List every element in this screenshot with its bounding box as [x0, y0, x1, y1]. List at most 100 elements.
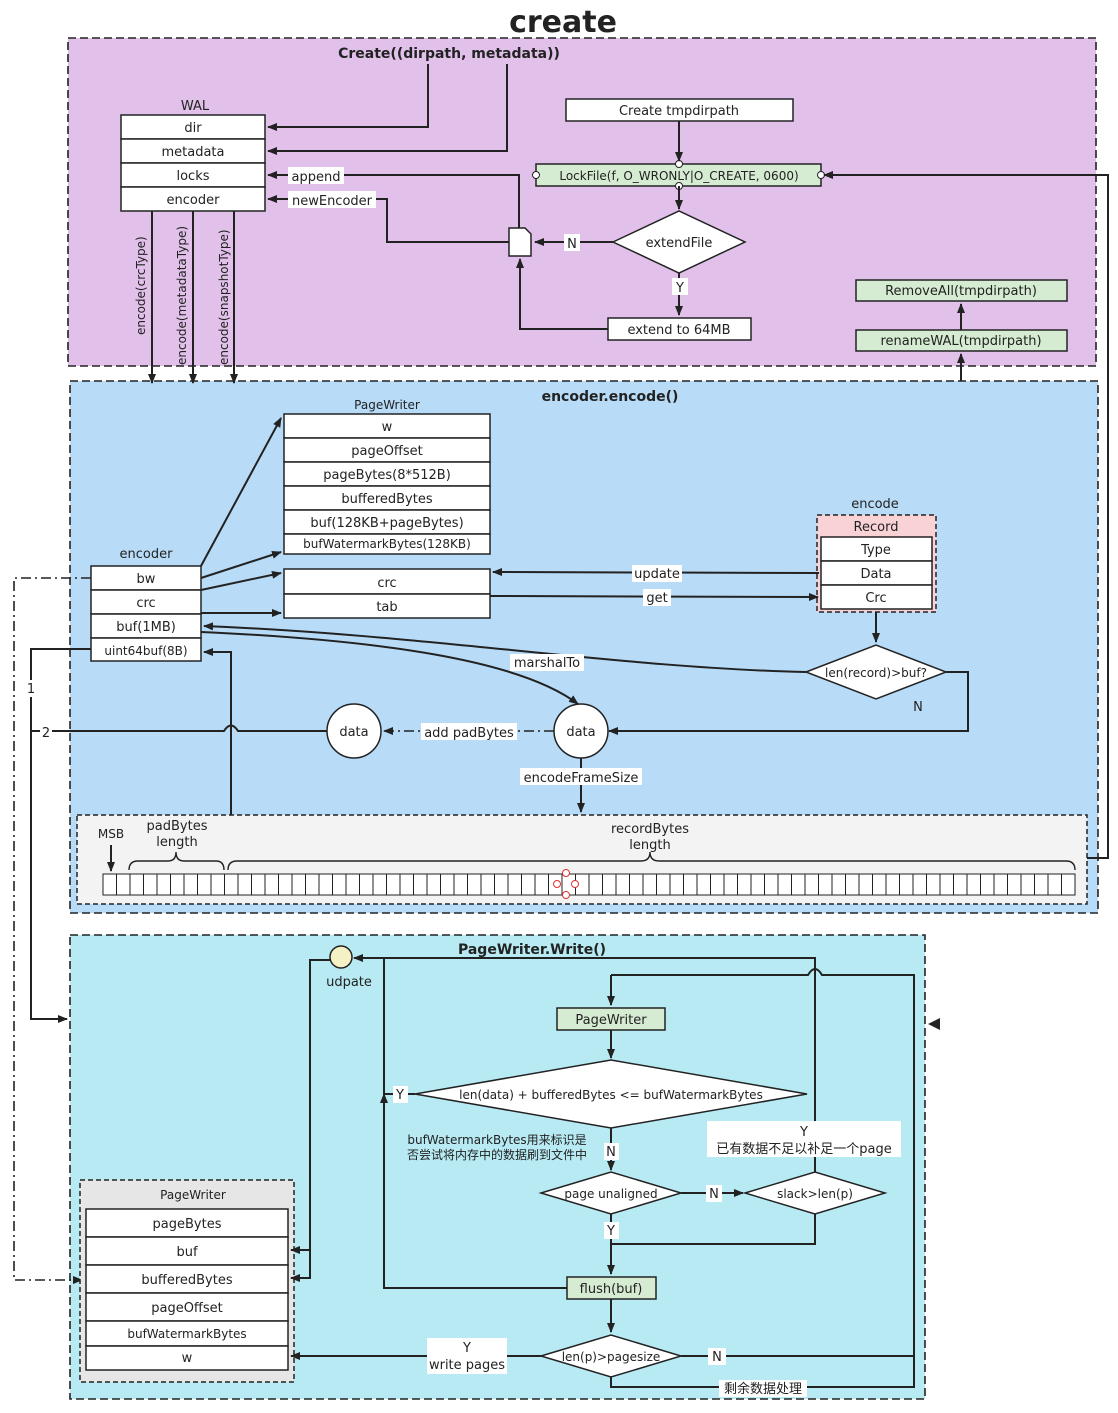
- path-1-label: 1: [27, 682, 35, 697]
- pagewriter1-field-w: w: [382, 420, 393, 435]
- watermark-cond: len(data) + bufferedBytes <= bufWatermar…: [459, 1088, 763, 1102]
- slack-diamond: [742, 1171, 888, 1215]
- record-field-crc: Crc: [865, 591, 886, 606]
- frame-byte-cell: [818, 873, 833, 896]
- frame-byte-cell: [885, 873, 900, 896]
- frame-byte-cell: [723, 873, 738, 896]
- frame-byte-cell: [602, 873, 617, 896]
- extendfile-diamond: [611, 210, 747, 274]
- frame-byte-cell: [170, 873, 185, 896]
- frame-byte-cell: [588, 873, 603, 896]
- append-label: append: [292, 170, 341, 185]
- frame-byte-cell: [264, 873, 279, 896]
- newencoder-label: newEncoder: [292, 194, 373, 209]
- create-tmpdir-label: Create tmpdirpath: [619, 104, 739, 119]
- frame-byte-cell: [440, 873, 455, 896]
- crc-table: crc tab: [283, 568, 491, 619]
- create-section-title: Create((dirpath, metadata)): [338, 46, 560, 62]
- frame-byte-cell: [1061, 873, 1076, 896]
- slack-y-line1: Y: [799, 1125, 808, 1140]
- frame-byte-cell: [656, 873, 671, 896]
- frame-byte-cell: [480, 873, 495, 896]
- frame-pad-line1: padBytes: [147, 819, 208, 834]
- frame-byte-cell: [359, 873, 374, 896]
- frame-byte-cell: [129, 873, 144, 896]
- watermark-diamond: [414, 1059, 808, 1129]
- frame-byte-cell: [615, 873, 630, 896]
- frame-byte-cell: [980, 873, 995, 896]
- encodeframesize-label: encodeFrameSize: [524, 771, 639, 786]
- frame-msb: MSB: [98, 827, 124, 841]
- data-node-padded-label: data: [339, 725, 368, 740]
- update-label: update: [634, 567, 680, 582]
- frame-byte-cell: [372, 873, 387, 896]
- frame-pad-line2: length: [156, 835, 197, 850]
- remain-label: 剩余数据处理: [724, 1381, 802, 1397]
- encoder-title: encoder: [120, 547, 174, 562]
- frame-byte-cell: [156, 873, 171, 896]
- frame-byte-cell: [386, 873, 401, 896]
- pagewriter2-field-watermark: bufWatermarkBytes: [127, 1327, 246, 1341]
- pagewriter1-field-pagebytes: pageBytes(8*512B): [323, 468, 451, 483]
- note-line2: 否尝试将内存中的数据刷到文件中: [407, 1147, 587, 1162]
- frame-byte-cell: [318, 873, 333, 896]
- wal-table: dir metadata locks encoder: [120, 114, 266, 212]
- wal-field-metadata: metadata: [161, 145, 224, 160]
- lockfile-label: LockFile(f, O_WRONLY|O_CREATE, 0600): [559, 169, 798, 183]
- frame-byte-cell: [750, 873, 765, 896]
- write-pages-line1: Y: [462, 1341, 471, 1356]
- crc-field-tab: tab: [376, 600, 397, 615]
- extendfile-y-label: Y: [675, 281, 684, 296]
- crc-field-crc: crc: [377, 576, 396, 591]
- flush-label: flush(buf): [580, 1282, 643, 1297]
- frame-byte-cell: [305, 873, 320, 896]
- record-table: Type Data Crc: [820, 536, 933, 610]
- pagewriter1-title: PageWriter: [354, 398, 420, 412]
- removeall-box: [855, 279, 1068, 302]
- pagewriter2-field-pagebytes: pageBytes: [153, 1217, 222, 1232]
- frame-byte-cell: [345, 873, 360, 896]
- write-section-title: PageWriter.Write(): [458, 942, 606, 958]
- encoder-table: bw crc buf(1MB) uint64buf(8B): [90, 565, 202, 662]
- frame-byte-cell: [629, 873, 644, 896]
- extend64-label: extend to 64MB: [627, 323, 730, 338]
- update-node: [329, 945, 353, 969]
- add-padbytes-label: add padBytes: [424, 726, 514, 741]
- frame-byte-cell: [1047, 873, 1062, 896]
- data-node-label: data: [566, 725, 595, 740]
- frame-byte-cell: [453, 873, 468, 896]
- path-2-label: 2: [42, 726, 50, 741]
- pw-start-label: PageWriter: [575, 1013, 647, 1028]
- slack-cond: slack>len(p): [777, 1187, 853, 1201]
- frame-byte-cell: [1007, 873, 1022, 896]
- frame-byte-cell: [939, 873, 954, 896]
- frame-byte-cell: [278, 873, 293, 896]
- record-size-n: N: [913, 700, 923, 715]
- frame-byte-cell: [912, 873, 927, 896]
- pagewriter1-field-bufferedbytes: bufferedBytes: [341, 492, 432, 507]
- frame-byte-cell: [224, 873, 239, 896]
- pagewriter2-field-pageoffset: pageOffset: [151, 1301, 223, 1316]
- encode-section-title: encoder.encode(): [542, 389, 679, 405]
- frame-byte-cell: [710, 873, 725, 896]
- record-size-diamond: [803, 644, 949, 700]
- encoder-field-bw: bw: [137, 572, 156, 587]
- frame-byte-cell: [1034, 873, 1049, 896]
- frame-byte-cell: [872, 873, 887, 896]
- frame-byte-cell: [1020, 873, 1035, 896]
- frame-byte-cell: [831, 873, 846, 896]
- frame-byte-cell: [399, 873, 414, 896]
- frame-byte-cell: [143, 873, 158, 896]
- frame-byte-cell: [494, 873, 509, 896]
- frame-byte-cell: [116, 873, 131, 896]
- frame-rec-line2: length: [629, 838, 670, 853]
- pagewriter2-field-w: w: [182, 1351, 193, 1366]
- frame-byte-cell: [197, 873, 212, 896]
- frame-byte-cell: [777, 873, 792, 896]
- encoder-field-uint64buf: uint64buf(8B): [104, 644, 187, 658]
- record-field-data: Data: [860, 567, 891, 582]
- pagewriter2-title: PageWriter: [160, 1188, 226, 1202]
